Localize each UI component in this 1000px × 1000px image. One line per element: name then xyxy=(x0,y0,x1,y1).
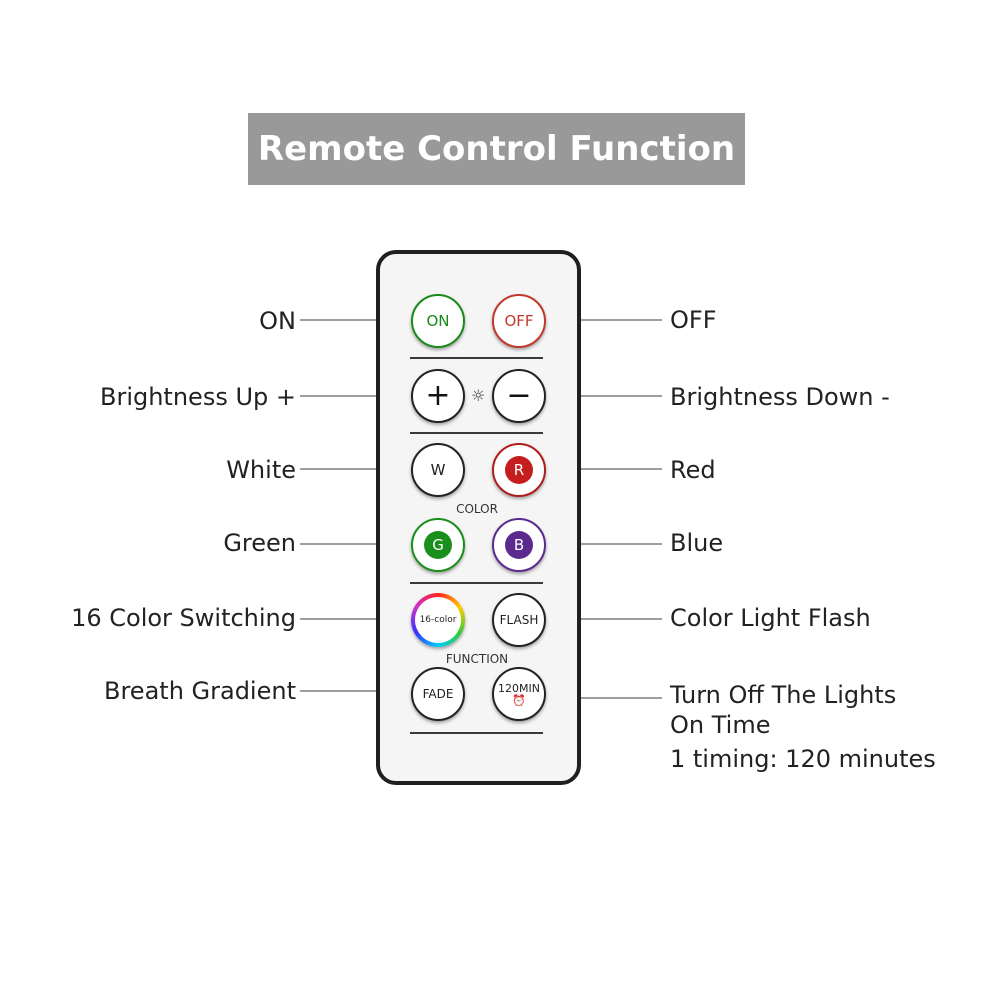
callout-timing: 1 timing: 120 minutes xyxy=(670,745,936,773)
brightness-up-button[interactable]: + xyxy=(411,369,465,423)
page-title: Remote Control Function xyxy=(257,129,736,169)
callout-brightness-down: Brightness Down - xyxy=(670,383,890,411)
callout-red: Red xyxy=(670,456,716,484)
alarm-clock-icon: ⏰ xyxy=(512,693,526,707)
fade-button[interactable]: FADE xyxy=(411,667,465,721)
remote-control xyxy=(376,250,581,785)
divider xyxy=(410,732,543,734)
plus-icon: + xyxy=(425,378,451,413)
divider xyxy=(410,432,543,434)
on-button[interactable]: ON xyxy=(411,294,465,348)
color-section-label: COLOR xyxy=(456,502,498,516)
blue-button[interactable]: B xyxy=(492,518,546,572)
sixteen-color-inner: 16-color xyxy=(415,597,461,643)
minus-icon: − xyxy=(506,378,532,413)
off-button[interactable]: OFF xyxy=(492,294,546,348)
title-banner: Remote Control Function xyxy=(248,113,745,185)
fade-button-label: FADE xyxy=(422,687,454,701)
flash-button-label: FLASH xyxy=(499,613,539,627)
off-button-label: OFF xyxy=(504,312,534,330)
brightness-icon: ☼ xyxy=(471,386,486,405)
red-button[interactable]: R xyxy=(492,443,546,497)
callout-white: White xyxy=(226,456,296,484)
divider xyxy=(410,357,543,359)
function-section-label: FUNCTION xyxy=(445,652,509,666)
callout-turn-off: Turn Off The Lights xyxy=(670,681,897,709)
on-button-label: ON xyxy=(426,312,450,330)
callout-brightness-up: Brightness Up + xyxy=(99,383,296,411)
red-button-label: R xyxy=(505,456,533,484)
divider xyxy=(410,582,543,584)
callout-green: Green xyxy=(223,529,296,557)
callout-on-time: On Time xyxy=(670,711,771,739)
callout-color-flash: Color Light Flash xyxy=(670,604,871,632)
timer-button[interactable]: 120MIN ⏰ xyxy=(492,667,546,721)
sixteen-color-label: 16-color xyxy=(419,615,457,625)
callout-on: ON xyxy=(259,307,296,335)
green-button[interactable]: G xyxy=(411,518,465,572)
flash-button[interactable]: FLASH xyxy=(492,593,546,647)
callout-off: OFF xyxy=(670,306,717,334)
callout-blue: Blue xyxy=(670,529,724,557)
callout-16-color: 16 Color Switching xyxy=(71,604,296,632)
blue-button-label: B xyxy=(505,531,533,559)
brightness-down-button[interactable]: − xyxy=(492,369,546,423)
sixteen-color-button[interactable]: 16-color xyxy=(411,593,465,647)
white-button[interactable]: W xyxy=(411,443,465,497)
white-button-label: W xyxy=(430,461,446,479)
callout-breath-gradient: Breath Gradient xyxy=(104,677,296,705)
green-button-label: G xyxy=(424,531,452,559)
timer-button-label: 120MIN xyxy=(498,681,540,695)
